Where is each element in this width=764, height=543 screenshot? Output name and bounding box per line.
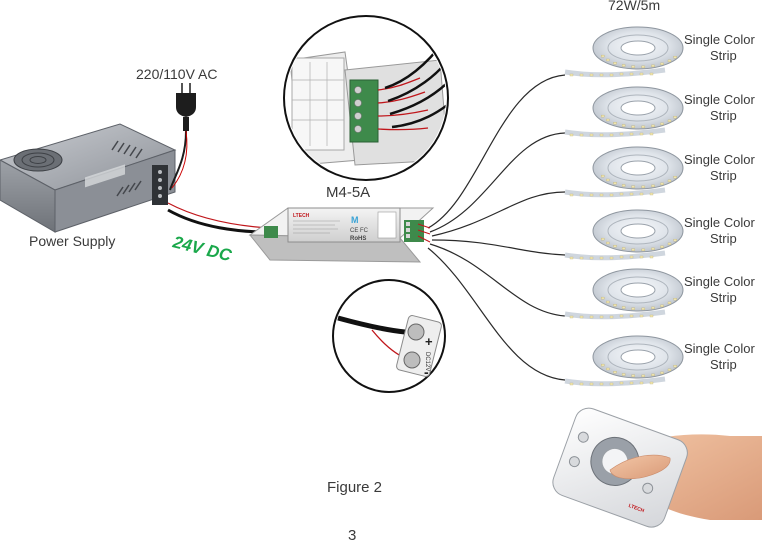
strip-label-line2: Strip [710, 357, 737, 372]
power-button-icon[interactable] [577, 431, 590, 444]
strip-tail [564, 250, 666, 261]
strip-tail [564, 67, 666, 78]
strip-label-line2: Strip [710, 108, 737, 123]
power-supply-label: Power Supply [29, 233, 115, 249]
power-supply [0, 123, 177, 233]
controller-label: M4-5A [326, 184, 370, 201]
controller-m4-5a: LTECH M CE FC RoHS [248, 207, 435, 263]
strip-label-line1: Single Color [684, 274, 755, 289]
terminal-screw-icon [403, 351, 421, 369]
remote-in-hand-photo: LTECH [552, 407, 762, 528]
ac-plug-icon [169, 83, 196, 191]
strip-label-line1: Single Color [684, 92, 755, 107]
strip-label-line2: Strip [710, 48, 737, 63]
fan-grille-icon [13, 148, 63, 172]
controller-brand: LTECH [293, 213, 310, 219]
page-number: 3 [348, 527, 356, 543]
strip-label-line2: Strip [710, 168, 737, 183]
terminal-side-text: DC12V [424, 352, 430, 371]
strip-label-line1: Single Color [684, 341, 755, 356]
psu-terminal-block [152, 165, 168, 205]
figure-caption: Figure 2 [327, 479, 382, 496]
remote-brand: LTECH [628, 503, 646, 514]
terminal-minus-label: - [424, 364, 429, 380]
terminal-zoom-circle [283, 15, 449, 181]
brightness-down-button[interactable] [641, 482, 654, 495]
strip-label-line1: Single Color [684, 215, 755, 230]
strip-label-line2: Strip [710, 290, 737, 305]
strip-tail [564, 376, 666, 387]
terminal-screw-icon [407, 323, 425, 341]
output-wires [427, 74, 566, 381]
mains-label: 220/110V AC [136, 66, 217, 82]
dc-voltage-label: 24V DC [170, 232, 234, 265]
strip-tail [564, 127, 666, 138]
controller-ce-mark: CE FC [350, 228, 369, 234]
strip-label-line1: Single Color [684, 152, 755, 167]
strip-label-line1: Single Color [684, 32, 755, 47]
svg-text:M: M [351, 215, 359, 225]
controller-rohs-mark: RoHS [350, 236, 366, 242]
strip-tail [564, 187, 666, 198]
dc-input-zoom-circle: + - DC12V [332, 279, 446, 393]
strip-label-line2: Strip [710, 231, 737, 246]
strip-tail [564, 309, 666, 320]
terminal-plus-label: + [425, 334, 433, 349]
input-terminal [264, 226, 278, 238]
top-power-label: 72W/5m [608, 0, 660, 13]
mode-button-icon[interactable] [568, 455, 581, 468]
